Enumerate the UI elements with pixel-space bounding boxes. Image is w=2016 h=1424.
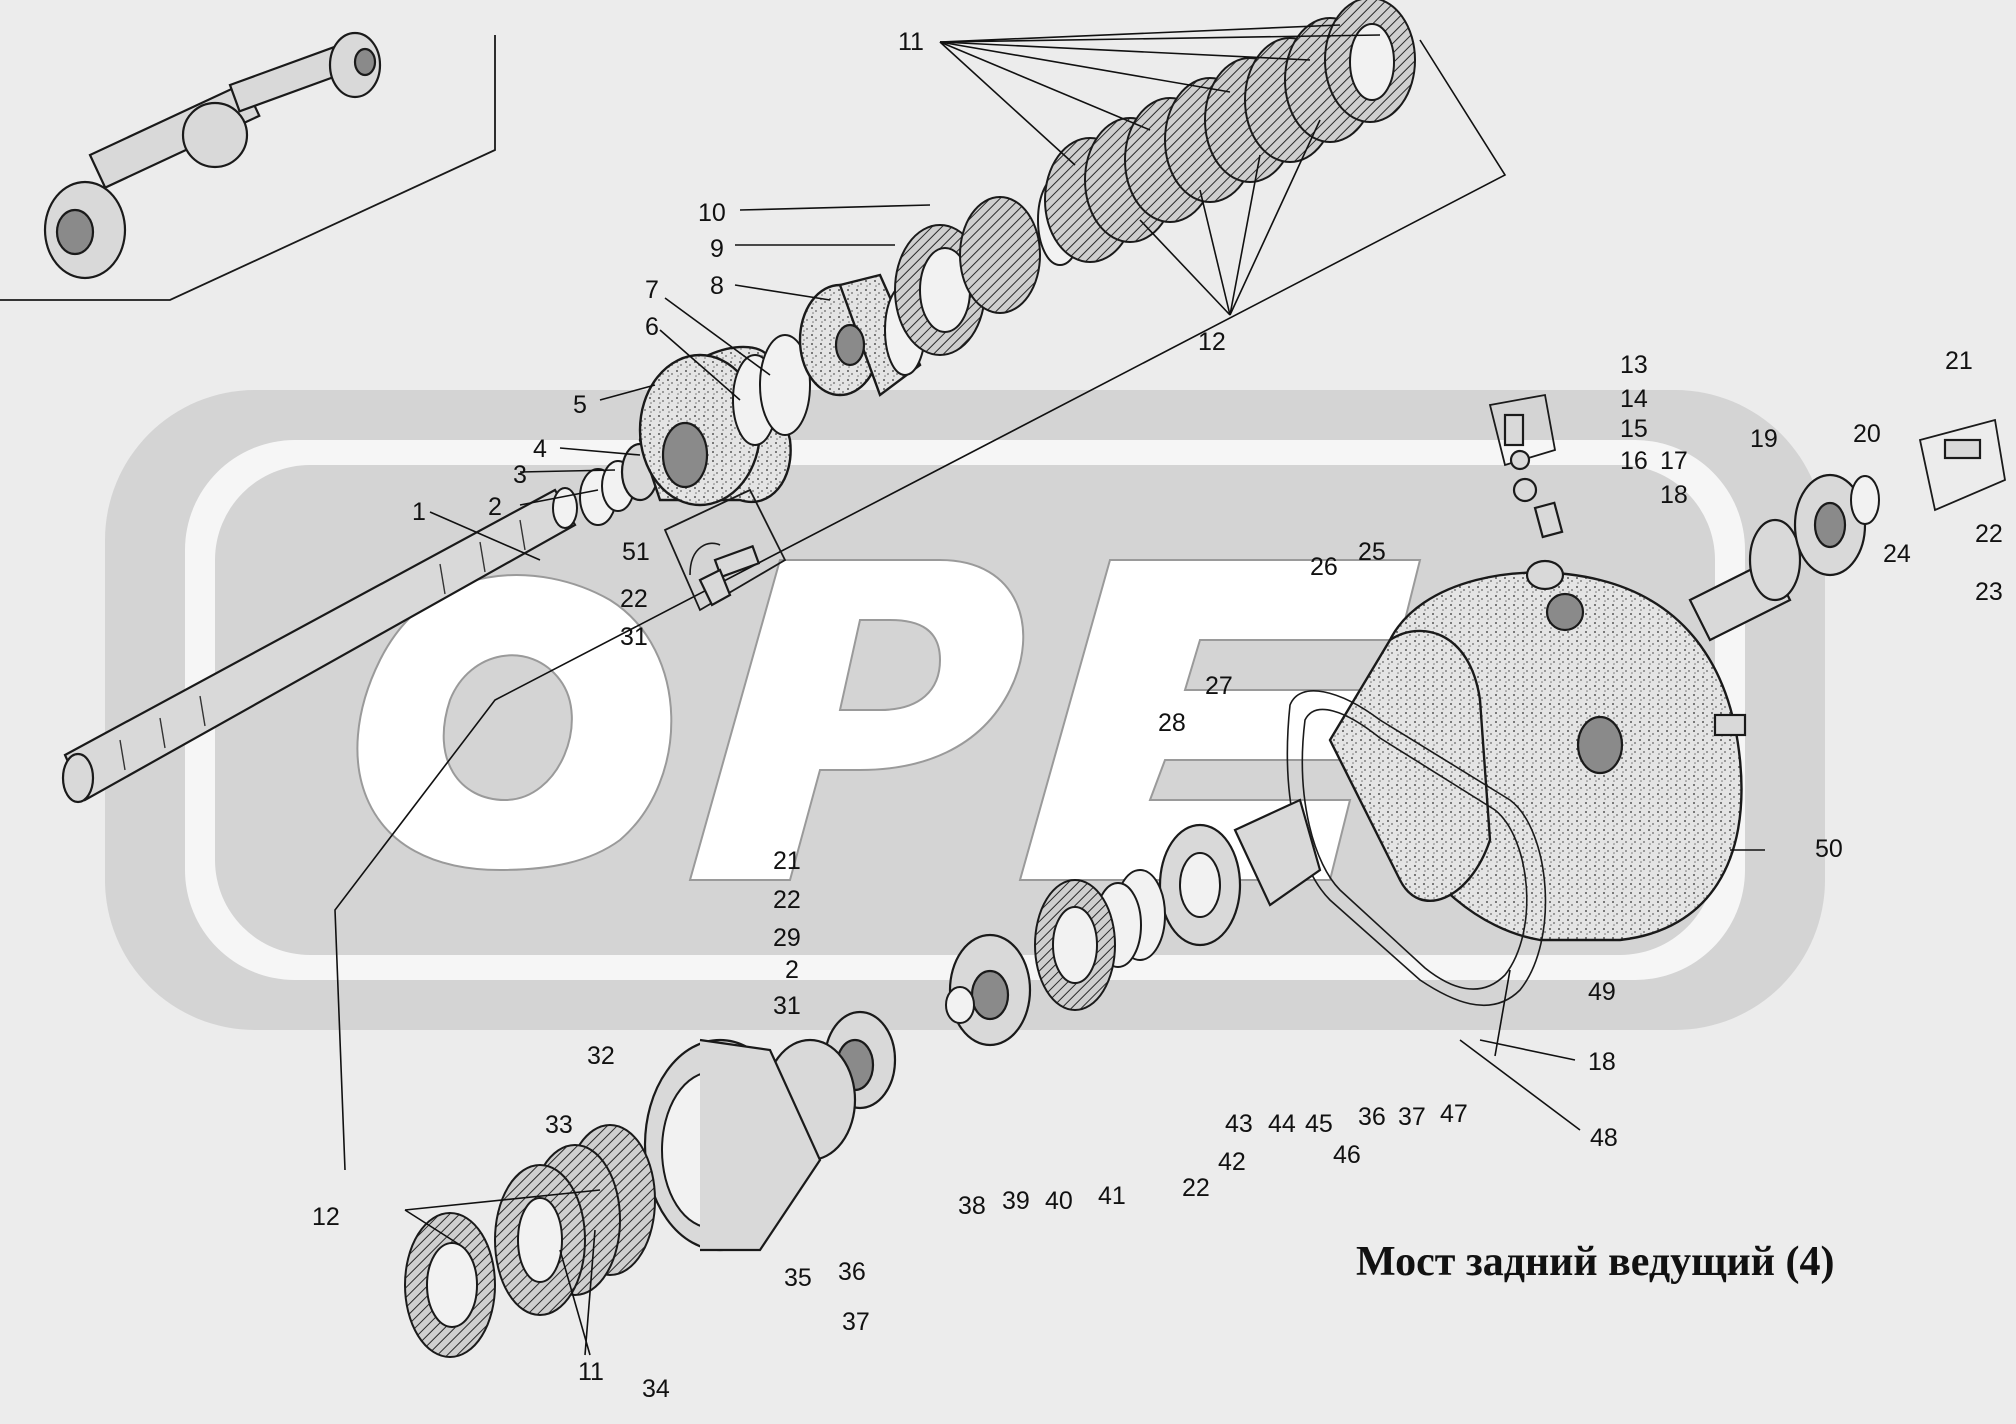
callout-18-lower: 18 [1588,1048,1616,1076]
housing-part-50 [1328,559,1747,942]
bolt-group-13-16 [1488,393,1564,539]
callout-4: 4 [533,435,547,463]
callout-24: 24 [1883,540,1911,568]
callout-12-upper: 12 [1198,328,1226,356]
callout-6: 6 [645,313,659,341]
callout-31-lower: 31 [773,992,801,1020]
callout-50: 50 [1815,835,1843,863]
callout-46: 46 [1333,1141,1361,1169]
carrier-front-group [579,334,811,526]
callout-10: 10 [698,199,726,227]
callout-11-lower: 11 [578,1358,604,1386]
callout-37-lower: 37 [842,1308,870,1336]
callout-36-lower: 36 [838,1258,866,1286]
clutch-pack-lower [404,1124,656,1358]
ring-gear-part-33 [643,1038,822,1252]
callout-32: 32 [587,1042,615,1070]
callout-43: 43 [1225,1110,1253,1138]
clutch-pack-upper [894,0,1416,356]
callout-18-upper: 18 [1660,481,1688,509]
callout-2-upper: 2 [488,493,502,521]
callout-1: 1 [412,498,426,526]
guide-lines [334,39,1507,1171]
callout-40: 40 [1045,1187,1073,1215]
callout-14: 14 [1620,385,1648,413]
callout-22-upper-right: 22 [1975,520,2003,548]
callout-34: 34 [642,1375,670,1403]
callout-35: 35 [784,1264,812,1292]
callout-44: 44 [1268,1110,1296,1138]
callout-31-upper: 31 [620,623,648,651]
callout-38: 38 [958,1192,986,1220]
callout-41: 41 [1098,1182,1126,1210]
callout-25: 25 [1358,538,1386,566]
callout-labels: 11 10 9 8 7 6 5 4 3 2 1 51 22 31 12 13 1… [312,28,2003,1403]
callout-36-right: 36 [1358,1103,1386,1131]
axle-shaft-part-1 [61,487,578,804]
callout-3: 3 [513,461,527,489]
callout-47: 47 [1440,1100,1468,1128]
callout-20: 20 [1853,420,1881,448]
callout-2-lower: 2 [785,956,799,984]
bolt-group-upper-right [1918,418,2007,512]
callout-5: 5 [573,391,587,419]
callout-7: 7 [645,276,659,304]
callout-39: 39 [1002,1187,1030,1215]
callout-42: 42 [1218,1148,1246,1176]
callout-33: 33 [545,1111,573,1139]
callout-51: 51 [622,538,650,566]
callout-37-right: 37 [1398,1103,1426,1131]
callout-22-lower-right: 22 [1182,1174,1210,1202]
callout-15: 15 [1620,415,1648,443]
callout-22-upper-left: 22 [620,585,648,613]
inset-overview [0,31,496,301]
callout-9: 9 [710,235,724,263]
callout-22-lower-left: 22 [773,886,801,914]
callout-13: 13 [1620,351,1648,379]
callout-49: 49 [1588,978,1616,1006]
diagram-caption: Мост задний ведущий (4) [1356,1239,1834,1285]
callout-28: 28 [1158,709,1186,737]
callout-45: 45 [1305,1110,1333,1138]
inset-axle-drawing [43,31,382,280]
callout-12-lower: 12 [312,1203,340,1231]
callout-21-lower: 21 [773,847,801,875]
callout-21-upper-right: 21 [1945,347,1973,375]
callout-8: 8 [710,272,724,300]
drum-part-8 [798,273,926,397]
watermark [105,390,1825,1030]
callout-23: 23 [1975,578,2003,606]
callout-16: 16 [1620,447,1648,475]
callout-11-upper: 11 [898,28,924,56]
bearing-part-24 [1793,473,1880,577]
leader-lines [404,24,1765,1356]
bearing-group-lower-right [1034,798,1322,1011]
callout-27: 27 [1205,672,1233,700]
callout-19: 19 [1750,425,1778,453]
pinion-part-19 [1688,518,1802,642]
callout-26: 26 [1310,553,1338,581]
callout-29: 29 [773,924,801,952]
flange-part-29 [945,933,1032,1047]
bolt-group-upper-left [663,488,787,612]
callout-17: 17 [1660,447,1688,475]
callout-48: 48 [1590,1124,1618,1152]
